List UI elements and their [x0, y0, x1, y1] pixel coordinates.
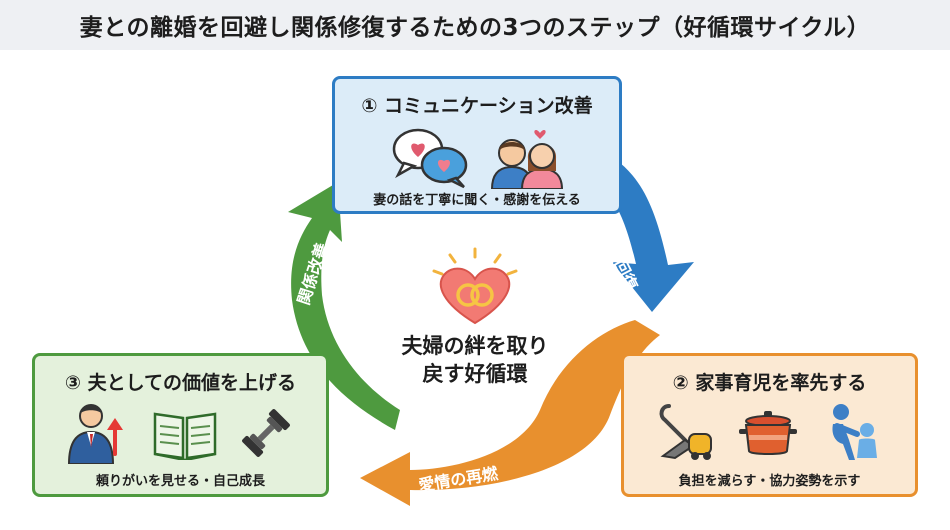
speech-hearts-icon: [392, 128, 468, 189]
green-arrow: [288, 182, 400, 430]
businessman-growth-icon: [67, 404, 123, 464]
parent-child-icon: [831, 404, 877, 460]
heart-rings-icon: [432, 247, 518, 325]
step-caption: 負担を減らす・協力姿勢を示す: [678, 474, 861, 489]
dumbbell-icon: [241, 409, 290, 457]
cooking-pot-icon: [738, 411, 797, 455]
center-line-2: 戻す好循環: [422, 362, 528, 386]
open-book-icon: [153, 412, 216, 460]
step-heading: ③ 夫としての価値を上げる: [64, 372, 297, 394]
couple-icon: [490, 129, 564, 189]
step-caption: 頼りがいを見せる・自己成長: [95, 474, 265, 489]
orange-arrow: [360, 320, 660, 506]
step-heading: ① コミュニケーション改善: [361, 95, 593, 117]
page-title: 妻との離婚を回避し関係修復するための3つのステップ（好循環サイクル）: [79, 15, 871, 41]
step-card-communication: ① コミュニケーション改善 妻の話を丁寧に聞く・感謝を伝える: [332, 76, 622, 214]
step-heading: ② 家事育児を率先する: [672, 372, 867, 394]
center-message: 夫婦の絆を取り 戻す好循環: [380, 332, 570, 388]
step-card-housework: ② 家事育児を率先する 負担を減らす・協力姿勢を示す: [621, 353, 918, 497]
vacuum-cleaner-icon: [659, 404, 712, 460]
title-bar: 妻との離婚を回避し関係修復するための3つのステップ（好循環サイクル）: [0, 0, 950, 50]
center-line-1: 夫婦の絆を取り: [401, 334, 549, 358]
step-card-self-value: ③ 夫としての価値を上げる: [32, 353, 329, 497]
step-caption: 妻の話を丁寧に聞く・感謝を伝える: [373, 193, 581, 208]
